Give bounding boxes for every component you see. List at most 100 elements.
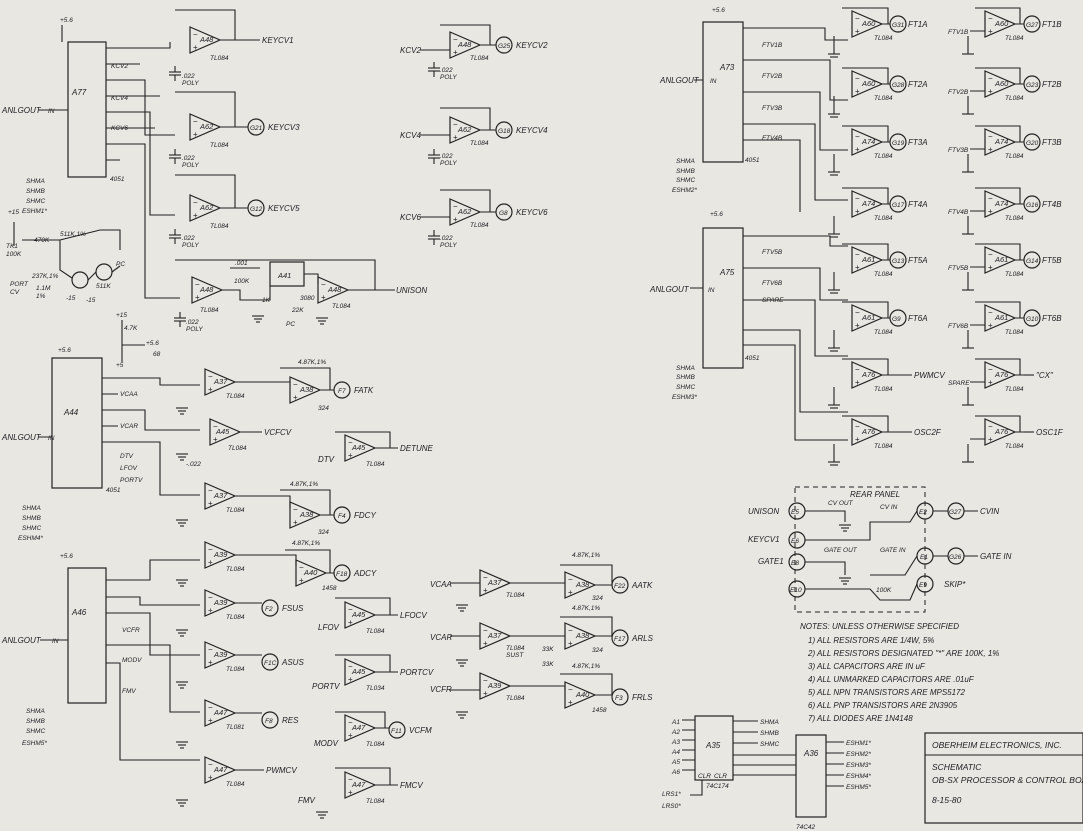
mux-a44-net-dtv: DTV <box>120 453 134 460</box>
net-cvin: CVIN <box>980 507 999 516</box>
opamp-a47c-part: TL084 <box>226 781 245 788</box>
mux-a73-net-ftv2b: FTV2B <box>762 73 783 80</box>
opamp-a38b-ref: A38 <box>299 510 314 519</box>
opamp-a48-ref: A48 <box>199 35 214 44</box>
net-fmv-in: FMV <box>298 796 316 805</box>
net-detune: DETUNE <box>400 444 434 453</box>
cap-poly-c: POLY <box>182 242 199 249</box>
cap-022-f: .022 <box>440 153 453 160</box>
net-dtv-in: DTV <box>318 455 335 464</box>
conn-e2: E2 <box>919 509 927 516</box>
res-3080: 3080 <box>300 295 315 302</box>
mux-a75-input: ANLGOUT <box>649 285 690 294</box>
mux-a46-sel-a: SHMA <box>26 708 45 715</box>
net-fdcy: FDCY <box>354 511 376 520</box>
right-opamp-a-ref: A74 <box>861 137 875 146</box>
conn-e10: E10 <box>790 587 802 594</box>
conn-f2: F2 <box>265 606 273 613</box>
opamp-a45c-part: TL084 <box>366 628 385 635</box>
rear-cv-out: CV OUT <box>828 500 854 507</box>
note-2: 2) ALL RESISTORS DESIGNATED "*" ARE 100K… <box>807 649 999 658</box>
opamp-a47c-ref: A47 <box>213 765 228 774</box>
net-vcaa-in: VCAA <box>430 580 452 589</box>
res-487-b: 4.87K,1% <box>290 481 318 488</box>
cap-poly-e: POLY <box>440 74 457 81</box>
net-fatk: FATK <box>354 386 374 395</box>
rear-res-100k: 100K <box>876 587 892 594</box>
mux-a46-net-fmv: FMV <box>122 688 136 695</box>
net-kcv2-in: KCV2 <box>400 46 421 55</box>
right-conn-b: G27 <box>1026 22 1039 29</box>
opamp-a37d-part: TL084 <box>506 645 525 652</box>
net-keycv2: KEYCV2 <box>516 41 548 50</box>
opamp-a62a-ref: A62 <box>199 122 214 131</box>
opamp-a62s-ref: A62 <box>457 207 472 216</box>
a36-out-eshm5: ESHM5* <box>846 784 871 791</box>
mid-bottom-section: A37 TL084 VCAA A38 324 4.87K,1% F22 AATK… <box>430 552 654 719</box>
net-lrs0: LRS0* <box>662 803 681 810</box>
cap-68: 68 <box>153 351 161 358</box>
ic-a36-ref: A36 <box>803 749 819 758</box>
net-lrs1: LRS1* <box>662 791 681 798</box>
right-net-a: FT3A <box>908 138 928 147</box>
title-kind: SCHEMATIC <box>932 762 982 772</box>
a35-in-a2: A2 <box>671 729 680 736</box>
ic-a35-part: 74C174 <box>706 783 729 790</box>
right-opamp-a-part: TL084 <box>874 271 893 278</box>
a35-out-shmc: SHMC <box>760 741 779 748</box>
a35-out-shmb: SHMB <box>760 730 779 737</box>
mux-a77-sel-a: SHMA <box>26 178 45 185</box>
mux-a73-sel-b: SHMB <box>676 168 695 175</box>
opamp-a38b-part: 324 <box>318 529 329 536</box>
res-487-e: 4.87K,1% <box>572 605 600 612</box>
cap-022-e: .022 <box>440 67 453 74</box>
right-net-b: "CX" <box>1036 371 1054 380</box>
conn-e8: E8 <box>791 560 799 567</box>
opamp-a40d-part: 1458 <box>592 707 607 714</box>
opamp-a48-part: TL084 <box>210 55 229 62</box>
label-cv: CV <box>10 289 20 296</box>
right-net-b: OSC1F <box>1036 428 1064 437</box>
opamp-a38c-ref: A38 <box>575 580 590 589</box>
opamp-a39a-part: TL084 <box>226 566 245 573</box>
opamp-a45d-part: TL034 <box>366 685 385 692</box>
opamp-a48-keycv1: A48 TL084 KEYCV1 .022 POLY <box>168 9 294 87</box>
rear-net-gate1: GATE1 <box>758 557 784 566</box>
right-opamp-b-ref: A61 <box>994 255 1008 264</box>
mux-a73-in: IN <box>710 78 717 85</box>
a35-in-a6: A6 <box>671 769 680 776</box>
opamp-a40-part: 1458 <box>322 585 337 592</box>
res-487-c: 4.87K,1% <box>292 540 320 547</box>
note-4: 4) ALL UNMARKED CAPACITORS ARE .01uF <box>808 675 975 684</box>
opamp-a47a-part: TL081 <box>226 724 245 731</box>
buffer-keycv2: A48 TL084 KCV2 G25 KEYCV2 .022 POLY <box>400 24 548 81</box>
opamp-a37c-ref: A37 <box>487 578 502 587</box>
a46-section: A39 TL084 A40 1458 4.87K,1% F18 ADCY A39… <box>175 540 434 819</box>
conn-e1: E1 <box>920 554 928 561</box>
opamp-a48r-ref: A48 <box>457 40 472 49</box>
right-opamp-a-part: TL084 <box>874 386 893 393</box>
right-net-b: FT1B <box>1042 20 1062 29</box>
rear-gate-out: GATE OUT <box>824 547 858 554</box>
net-vcfr-in: VCFR <box>430 685 452 694</box>
net-aatk: AATK <box>631 581 653 590</box>
opamp-a37b-ref: A37 <box>213 491 228 500</box>
mux-a73-sel-a: SHMA <box>676 158 695 165</box>
opamp-a62b-ref: A62 <box>199 203 214 212</box>
ic-a35-ref: A35 <box>705 741 721 750</box>
cap-poly-f: POLY <box>440 160 457 167</box>
right-conn-a: G9 <box>892 316 901 323</box>
title-date: 8-15-80 <box>932 795 962 805</box>
right-conn-a: G19 <box>892 140 905 147</box>
mux-a75-net-ftv6b: FTV6B <box>762 280 783 287</box>
mux-a73-supply: +5.6 <box>712 7 725 14</box>
conn-g18: G18 <box>498 128 511 135</box>
vca-section: A37 TL084 A38 324 4.87K,1% F7 FATK A45 T… <box>175 359 434 536</box>
label-sust: SUST <box>506 652 524 659</box>
rear-cv-in: CV IN <box>880 504 898 511</box>
net-pwmcv-left: PWMCV <box>266 766 297 775</box>
net-gate-in: GATE IN <box>980 552 1012 561</box>
opamp-a40d-ref: A40 <box>575 690 590 699</box>
res-33k-a: 33K <box>542 646 554 653</box>
